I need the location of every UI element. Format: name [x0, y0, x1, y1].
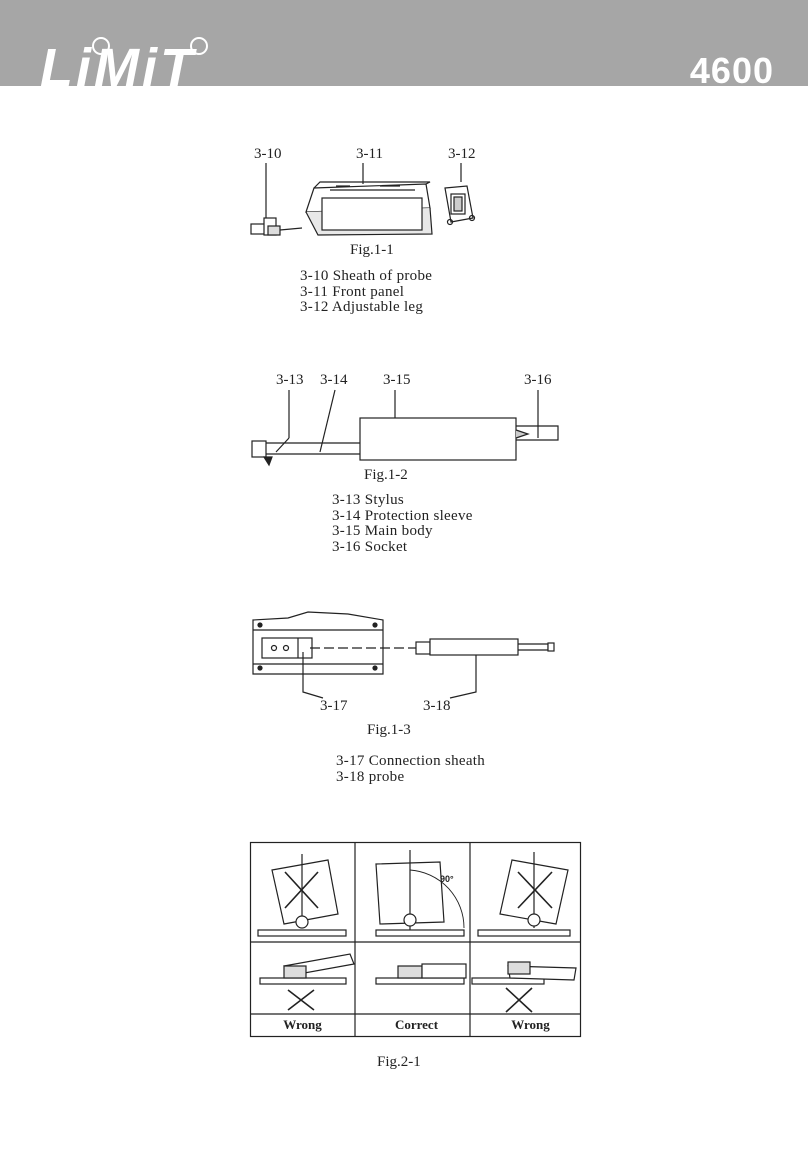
svg-text:LiMiT: LiMiT	[40, 38, 197, 86]
fig1-3-caption: Fig.1-3	[367, 722, 411, 738]
legend-item: 3-11 Front panel	[300, 283, 405, 300]
limit-logo: LiMiT	[40, 37, 208, 86]
legend-item: 3-16 Socket	[332, 538, 408, 555]
label-3-17: 3-17	[320, 698, 348, 714]
model-number: 4600	[689, 50, 774, 91]
legend-item: 3-14 Protection sleeve	[332, 507, 473, 524]
fig1-2-legend: 3-13 Stylus 3-14 Protection sleeve 3-15 …	[332, 492, 473, 555]
fig1-1-caption: Fig.1-1	[350, 242, 394, 258]
legend-item: 3-13 Stylus	[332, 492, 405, 508]
label-3-18: 3-18	[423, 698, 451, 714]
fig2-1-table	[249, 841, 582, 1038]
fig2-1-caption: Fig.2-1	[377, 1054, 421, 1070]
angle-label: 90°	[440, 874, 454, 884]
fig1-1-drawing	[250, 163, 476, 236]
legend-item: 3-10 Sheath of probe	[300, 268, 433, 284]
label-3-10: 3-10	[254, 146, 282, 162]
label-3-16: 3-16	[524, 372, 552, 388]
legend-item: 3-12 Adjustable leg	[300, 299, 424, 315]
fig1-1-legend: 3-10 Sheath of probe 3-11 Front panel 3-…	[300, 268, 433, 316]
column-label-wrong: Wrong	[283, 1017, 322, 1032]
legend-item: 3-17 Connection sheath	[336, 753, 486, 769]
header-banner	[0, 0, 808, 86]
label-3-15: 3-15	[383, 372, 411, 388]
fig1-2-caption: Fig.1-2	[364, 467, 408, 483]
legend-item: 3-15 Main body	[332, 523, 433, 539]
fig1-3-legend: 3-17 Connection sheath 3-18 probe	[336, 753, 486, 785]
legend-item: 3-18 probe	[336, 768, 405, 785]
label-3-14: 3-14	[320, 372, 348, 388]
label-3-13: 3-13	[276, 372, 304, 388]
column-label-wrong: Wrong	[511, 1017, 550, 1032]
fig1-2-drawing	[251, 389, 559, 467]
label-3-12: 3-12	[448, 146, 476, 162]
column-label-correct: Correct	[394, 1017, 439, 1032]
label-3-11: 3-11	[356, 146, 383, 162]
fig1-3-drawing	[252, 611, 555, 699]
